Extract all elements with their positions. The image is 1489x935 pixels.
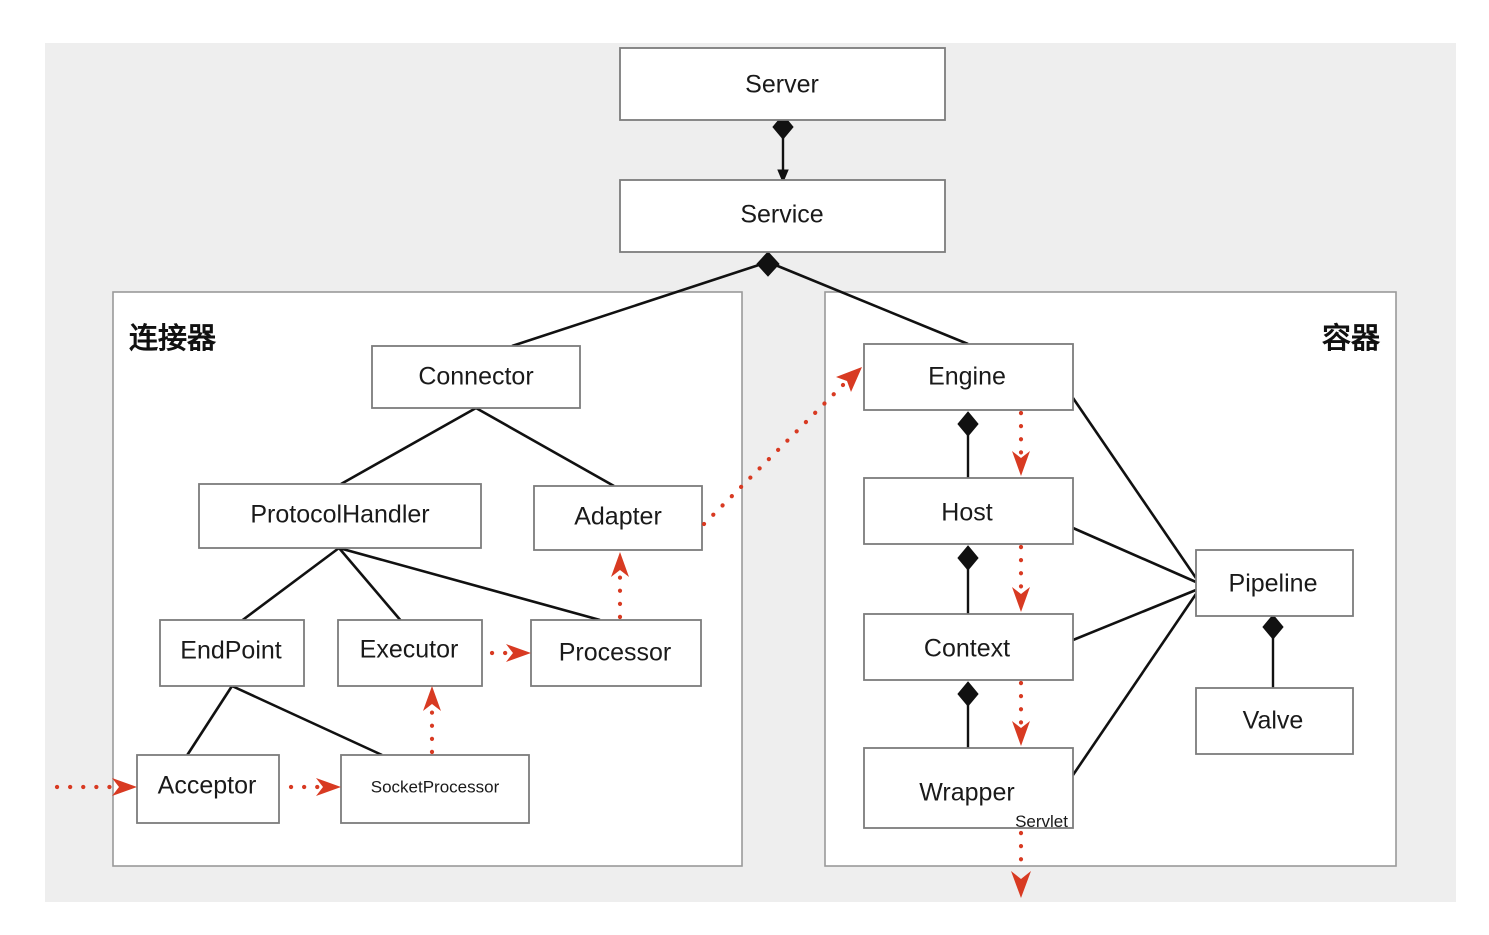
node-acceptor-label: Acceptor <box>158 772 257 800</box>
node-host[interactable] <box>863 477 1074 545</box>
node-processor[interactable] <box>530 619 702 687</box>
node-context[interactable] <box>863 613 1074 681</box>
flow-arrowhead-context <box>1012 587 1030 612</box>
diamond-host-context <box>957 545 979 571</box>
edge-endpoint-acceptor <box>184 685 234 758</box>
node-context-label: Context <box>924 635 1010 663</box>
diamond-service-children <box>756 251 780 277</box>
flow-arrowhead-processor <box>506 644 531 662</box>
node-host-label: Host <box>941 499 992 527</box>
edge-connector-protocolhandler <box>340 406 477 486</box>
node-valve-label: Valve <box>1243 707 1304 735</box>
edge-protocolhandler-endpoint <box>239 546 340 624</box>
edge-wrapper-pipeline <box>1071 593 1198 776</box>
edge-service-engine <box>767 260 969 346</box>
edge-endpoint-socketprocessor <box>231 684 383 757</box>
edge-host-pipeline <box>1072 526 1197 584</box>
arrowhead-server-service <box>777 169 789 184</box>
diamond-engine-host <box>957 411 979 437</box>
node-connector-label: Connector <box>418 363 533 391</box>
edge-protocolhandler-executor <box>338 547 403 623</box>
node-engine[interactable] <box>863 343 1074 411</box>
flow-arrowhead-acceptor <box>112 778 137 796</box>
node-server[interactable] <box>619 47 946 121</box>
edge-protocolhandler-processor <box>338 546 601 622</box>
node-engine-label: Engine <box>928 363 1006 391</box>
panel-container-title: 容器 <box>1322 321 1381 355</box>
node-wrapper-sublabel: Servlet <box>1015 812 1068 831</box>
node-executor-label: Executor <box>360 636 459 664</box>
flow-arrowhead-wrapper <box>1012 721 1030 746</box>
node-adapter-label: Adapter <box>574 503 662 531</box>
node-server-label: Server <box>745 71 819 99</box>
node-socketprocessor[interactable] <box>340 754 530 824</box>
node-connector[interactable] <box>371 345 581 409</box>
diamond-pipeline-valve <box>1262 614 1284 640</box>
node-adapter[interactable] <box>533 485 703 551</box>
flow-arrowhead-socketprocessor <box>316 778 341 796</box>
node-wrapper-label: Wrapper <box>919 779 1014 807</box>
flow-arrowhead-engine <box>836 367 862 392</box>
node-executor[interactable] <box>337 619 483 687</box>
node-wrapper[interactable] <box>863 747 1074 829</box>
diamond-context-wrapper <box>957 681 979 707</box>
node-service[interactable] <box>619 179 946 253</box>
edge-service-connector <box>511 260 769 348</box>
edge-connector-adapter <box>475 406 615 488</box>
node-pipeline[interactable] <box>1195 549 1354 617</box>
node-pipeline-label: Pipeline <box>1229 570 1318 598</box>
edge-engine-pipeline <box>1071 397 1198 579</box>
node-service-label: Service <box>740 201 823 229</box>
node-socketprocessor-label: SocketProcessor <box>371 777 500 796</box>
node-processor-label: Processor <box>559 639 672 667</box>
node-endpoint-label: EndPoint <box>180 637 282 665</box>
flow-arrowhead-exit <box>1011 871 1031 898</box>
flow-arrowhead-adapter <box>611 552 629 577</box>
node-acceptor[interactable] <box>136 754 280 824</box>
node-endpoint[interactable] <box>159 619 305 687</box>
node-protocolhandler-label: ProtocolHandler <box>250 501 429 529</box>
panel-connector-title: 连接器 <box>129 321 217 355</box>
flow-arrowhead-host <box>1012 451 1030 476</box>
flow-arrowhead-executor <box>423 686 441 711</box>
diamond-server-service <box>772 114 794 140</box>
node-protocolhandler[interactable] <box>198 483 482 549</box>
node-valve[interactable] <box>1195 687 1354 755</box>
edge-context-pipeline <box>1072 588 1197 642</box>
